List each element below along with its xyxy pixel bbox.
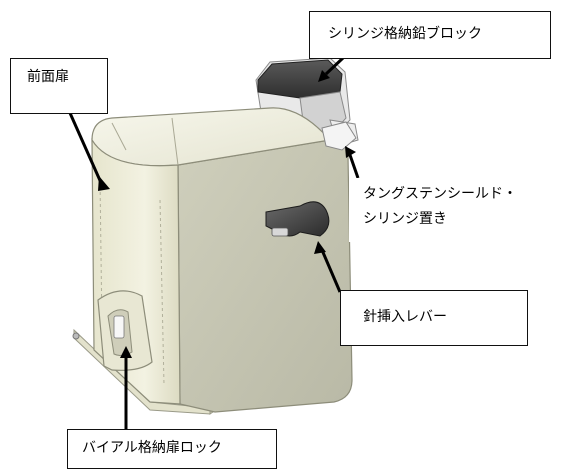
vial-storage-door-lock xyxy=(97,290,153,371)
leader-syringe-block xyxy=(324,56,345,76)
leader-front-door xyxy=(68,112,104,186)
label-front-door-text: 前面扉 xyxy=(27,69,69,85)
label-tungsten-shield: タングステンシールド・ シリンジ置き xyxy=(349,178,545,242)
label-front-door: 前面扉 xyxy=(10,58,108,114)
tungsten-shield-syringe-holder xyxy=(321,121,357,151)
label-syringe-storage-lead-block-text: シリンジ格納鉛ブロック xyxy=(328,26,482,42)
label-needle-insert-lever: 針挿入レバー xyxy=(340,290,528,346)
label-tungsten-shield-line1: タングステンシールド・ xyxy=(363,186,517,202)
leader-needle-lever xyxy=(320,249,342,293)
leader-tungsten-shield xyxy=(348,154,360,179)
arrow-needle-lever xyxy=(314,241,326,254)
arrow-tungsten-shield xyxy=(345,146,356,158)
leader-lines xyxy=(68,56,360,431)
arrow-vial-lock xyxy=(120,346,132,358)
label-vial-storage-door-lock-text: バイアル格納扉ロック xyxy=(82,440,222,456)
label-tungsten-shield-line2: シリンジ置き xyxy=(363,211,447,227)
needle-insert-lever-knob xyxy=(265,201,330,237)
label-syringe-storage-lead-block: シリンジ格納鉛ブロック xyxy=(309,11,551,59)
label-vial-storage-door-lock: バイアル格納扉ロック xyxy=(67,429,277,469)
arrow-front-door xyxy=(98,176,110,191)
label-needle-insert-lever-text: 針挿入レバー xyxy=(363,309,447,325)
arrow-syringe-block xyxy=(318,70,330,82)
